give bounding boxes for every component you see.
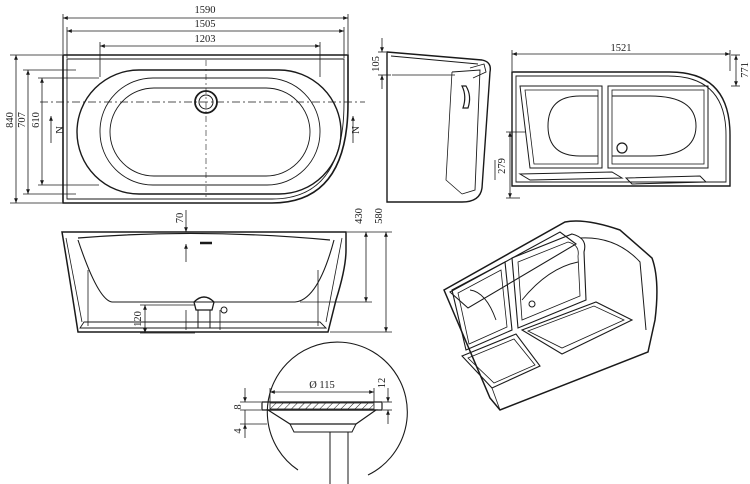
dim-seal-height: 4 bbox=[233, 428, 244, 434]
section-marker-left: N bbox=[55, 126, 66, 134]
drain-detail: Ø 115 12 8 4 bbox=[233, 341, 408, 484]
dim-flange-height: 8 bbox=[233, 404, 244, 409]
dim-inner-depth: 430 bbox=[354, 208, 365, 224]
dim-panel-height: 771 bbox=[740, 62, 750, 78]
dim-rim-width: 707 bbox=[17, 112, 28, 128]
dim-panel-offset: 279 bbox=[497, 158, 508, 174]
side-view: 105 bbox=[371, 38, 496, 203]
dim-panel-length: 1521 bbox=[611, 43, 632, 54]
dim-overflow-offset: 70 bbox=[175, 213, 186, 224]
dim-drain-diameter: Ø 115 bbox=[309, 380, 335, 391]
dim-inner-width: 610 bbox=[31, 112, 42, 128]
dim-overall-height: 580 bbox=[374, 208, 385, 224]
panel-view: 1521 771 279 bbox=[497, 43, 750, 199]
dim-rim-thickness: 12 bbox=[377, 378, 388, 389]
front-view: 70 430 580 120 bbox=[61, 208, 392, 334]
dim-overall-width: 840 bbox=[5, 112, 16, 128]
dim-inner-length: 1203 bbox=[195, 34, 216, 45]
dim-side-height: 105 bbox=[371, 56, 382, 72]
dim-outer-rim-length: 1505 bbox=[195, 19, 216, 30]
dim-overall-length: 1590 bbox=[195, 5, 216, 16]
dim-drain-height: 120 bbox=[133, 311, 144, 327]
section-marker-right: N bbox=[351, 126, 362, 134]
top-view: 1590 1505 1203 840 707 610 N N bbox=[5, 5, 365, 204]
isometric-view bbox=[443, 220, 658, 411]
